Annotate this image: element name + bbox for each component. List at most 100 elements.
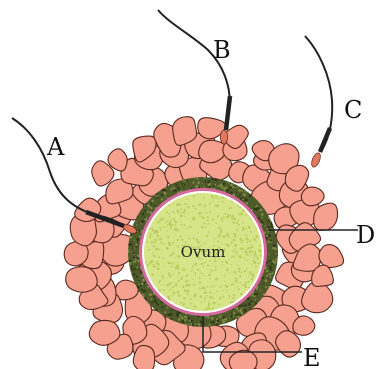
cytoplasm-granule bbox=[194, 263, 197, 266]
zona-speckle bbox=[235, 307, 238, 310]
zona-speckle bbox=[135, 246, 137, 248]
cytoplasm-granule bbox=[172, 211, 174, 213]
cytoplasm-granule bbox=[225, 261, 227, 263]
cytoplasm-granule bbox=[203, 287, 205, 289]
cytoplasm-granule bbox=[174, 257, 175, 258]
zona-speckle bbox=[271, 241, 273, 243]
zona-speckle bbox=[245, 307, 246, 308]
cytoplasm-granule bbox=[259, 255, 261, 257]
zona-speckle bbox=[207, 180, 210, 183]
follicle-cell bbox=[301, 187, 324, 206]
cytoplasm-granule bbox=[183, 212, 185, 214]
cytoplasm-granule bbox=[163, 279, 164, 280]
zona-speckle bbox=[171, 309, 173, 311]
zona-speckle bbox=[133, 273, 136, 276]
zona-speckle bbox=[181, 316, 184, 319]
zona-speckle bbox=[145, 290, 146, 291]
cytoplasm-granule bbox=[207, 216, 209, 218]
zona-speckle bbox=[236, 314, 238, 316]
cytoplasm-granule bbox=[233, 294, 235, 296]
cytoplasm-granule bbox=[182, 268, 185, 271]
cytoplasm-granule bbox=[226, 285, 229, 288]
cytoplasm-granule bbox=[201, 272, 203, 274]
cytoplasm-granule bbox=[245, 235, 247, 237]
cytoplasm-granule bbox=[180, 215, 183, 218]
zona-speckle bbox=[268, 241, 270, 243]
zona-speckle bbox=[269, 274, 271, 276]
zona-speckle bbox=[261, 217, 262, 218]
sperm-b-head bbox=[220, 130, 227, 144]
zona-speckle bbox=[242, 308, 243, 309]
zona-speckle bbox=[196, 325, 198, 327]
zona-speckle bbox=[224, 318, 227, 321]
cytoplasm-granule bbox=[208, 307, 210, 309]
cytoplasm-granule bbox=[177, 229, 179, 231]
zona-speckle bbox=[160, 301, 162, 303]
cytoplasm-granule bbox=[187, 294, 189, 296]
cytoplasm-granule bbox=[157, 267, 160, 270]
cytoplasm-granule bbox=[253, 273, 254, 274]
cytoplasm-granule bbox=[174, 267, 176, 269]
cytoplasm-granule bbox=[193, 279, 194, 280]
zona-speckle bbox=[161, 194, 163, 196]
cytoplasm-granule bbox=[253, 260, 256, 263]
cytoplasm-granule bbox=[180, 208, 182, 210]
cytoplasm-granule bbox=[246, 238, 249, 241]
cytoplasm-granule bbox=[201, 226, 204, 229]
cytoplasm-granule bbox=[257, 262, 259, 264]
cytoplasm-granule bbox=[152, 245, 154, 247]
zona-speckle bbox=[240, 308, 242, 310]
cytoplasm-granule bbox=[204, 297, 206, 299]
zona-speckle bbox=[129, 259, 132, 262]
zona-speckle bbox=[270, 269, 272, 271]
cytoplasm-granule bbox=[233, 271, 236, 274]
cytoplasm-granule bbox=[253, 238, 256, 241]
zona-speckle bbox=[142, 213, 145, 216]
cytoplasm-granule bbox=[199, 288, 201, 290]
cytoplasm-granule bbox=[246, 259, 248, 261]
cytoplasm-granule bbox=[173, 203, 174, 204]
cytoplasm-granule bbox=[229, 272, 230, 273]
zona-speckle bbox=[192, 323, 194, 325]
zona-speckle bbox=[135, 221, 136, 222]
zona-speckle bbox=[137, 231, 138, 232]
zona-speckle bbox=[220, 183, 223, 186]
zona-speckle bbox=[175, 184, 177, 186]
cytoplasm-granule bbox=[251, 244, 253, 246]
cytoplasm-granule bbox=[212, 307, 214, 309]
cytoplasm-granule bbox=[208, 302, 209, 303]
cytoplasm-granule bbox=[244, 286, 247, 289]
cytoplasm-granule bbox=[185, 241, 186, 242]
cytoplasm-granule bbox=[187, 206, 189, 208]
zona-speckle bbox=[213, 185, 215, 187]
cytoplasm-granule bbox=[175, 235, 176, 236]
cytoplasm-granule bbox=[175, 285, 177, 287]
zona-speckle bbox=[229, 186, 232, 189]
cytoplasm-granule bbox=[214, 302, 216, 304]
zona-speckle bbox=[176, 313, 179, 316]
cytoplasm-granule bbox=[163, 226, 165, 228]
cytoplasm-granule bbox=[178, 294, 180, 296]
cytoplasm-granule bbox=[259, 245, 261, 247]
cytoplasm-granule bbox=[209, 292, 211, 294]
zona-speckle bbox=[157, 197, 159, 199]
cytoplasm-granule bbox=[235, 280, 238, 283]
cytoplasm-granule bbox=[184, 224, 186, 226]
zona-speckle bbox=[205, 186, 206, 187]
cytoplasm-granule bbox=[247, 268, 248, 269]
cytoplasm-granule bbox=[156, 261, 158, 263]
zona-speckle bbox=[269, 276, 271, 278]
zona-speckle bbox=[275, 258, 278, 261]
cytoplasm-granule bbox=[229, 215, 231, 217]
cytoplasm-granule bbox=[228, 207, 230, 209]
cytoplasm-granule bbox=[195, 272, 196, 273]
cytoplasm-granule bbox=[220, 197, 222, 199]
cytoplasm-granule bbox=[171, 295, 173, 297]
cytoplasm-granule bbox=[215, 266, 217, 268]
zona-speckle bbox=[241, 190, 243, 192]
cytoplasm-granule bbox=[167, 296, 170, 299]
zona-speckle bbox=[139, 280, 140, 281]
cytoplasm-granule bbox=[237, 252, 238, 253]
cytoplasm-granule bbox=[242, 239, 244, 241]
zona-speckle bbox=[138, 284, 140, 286]
